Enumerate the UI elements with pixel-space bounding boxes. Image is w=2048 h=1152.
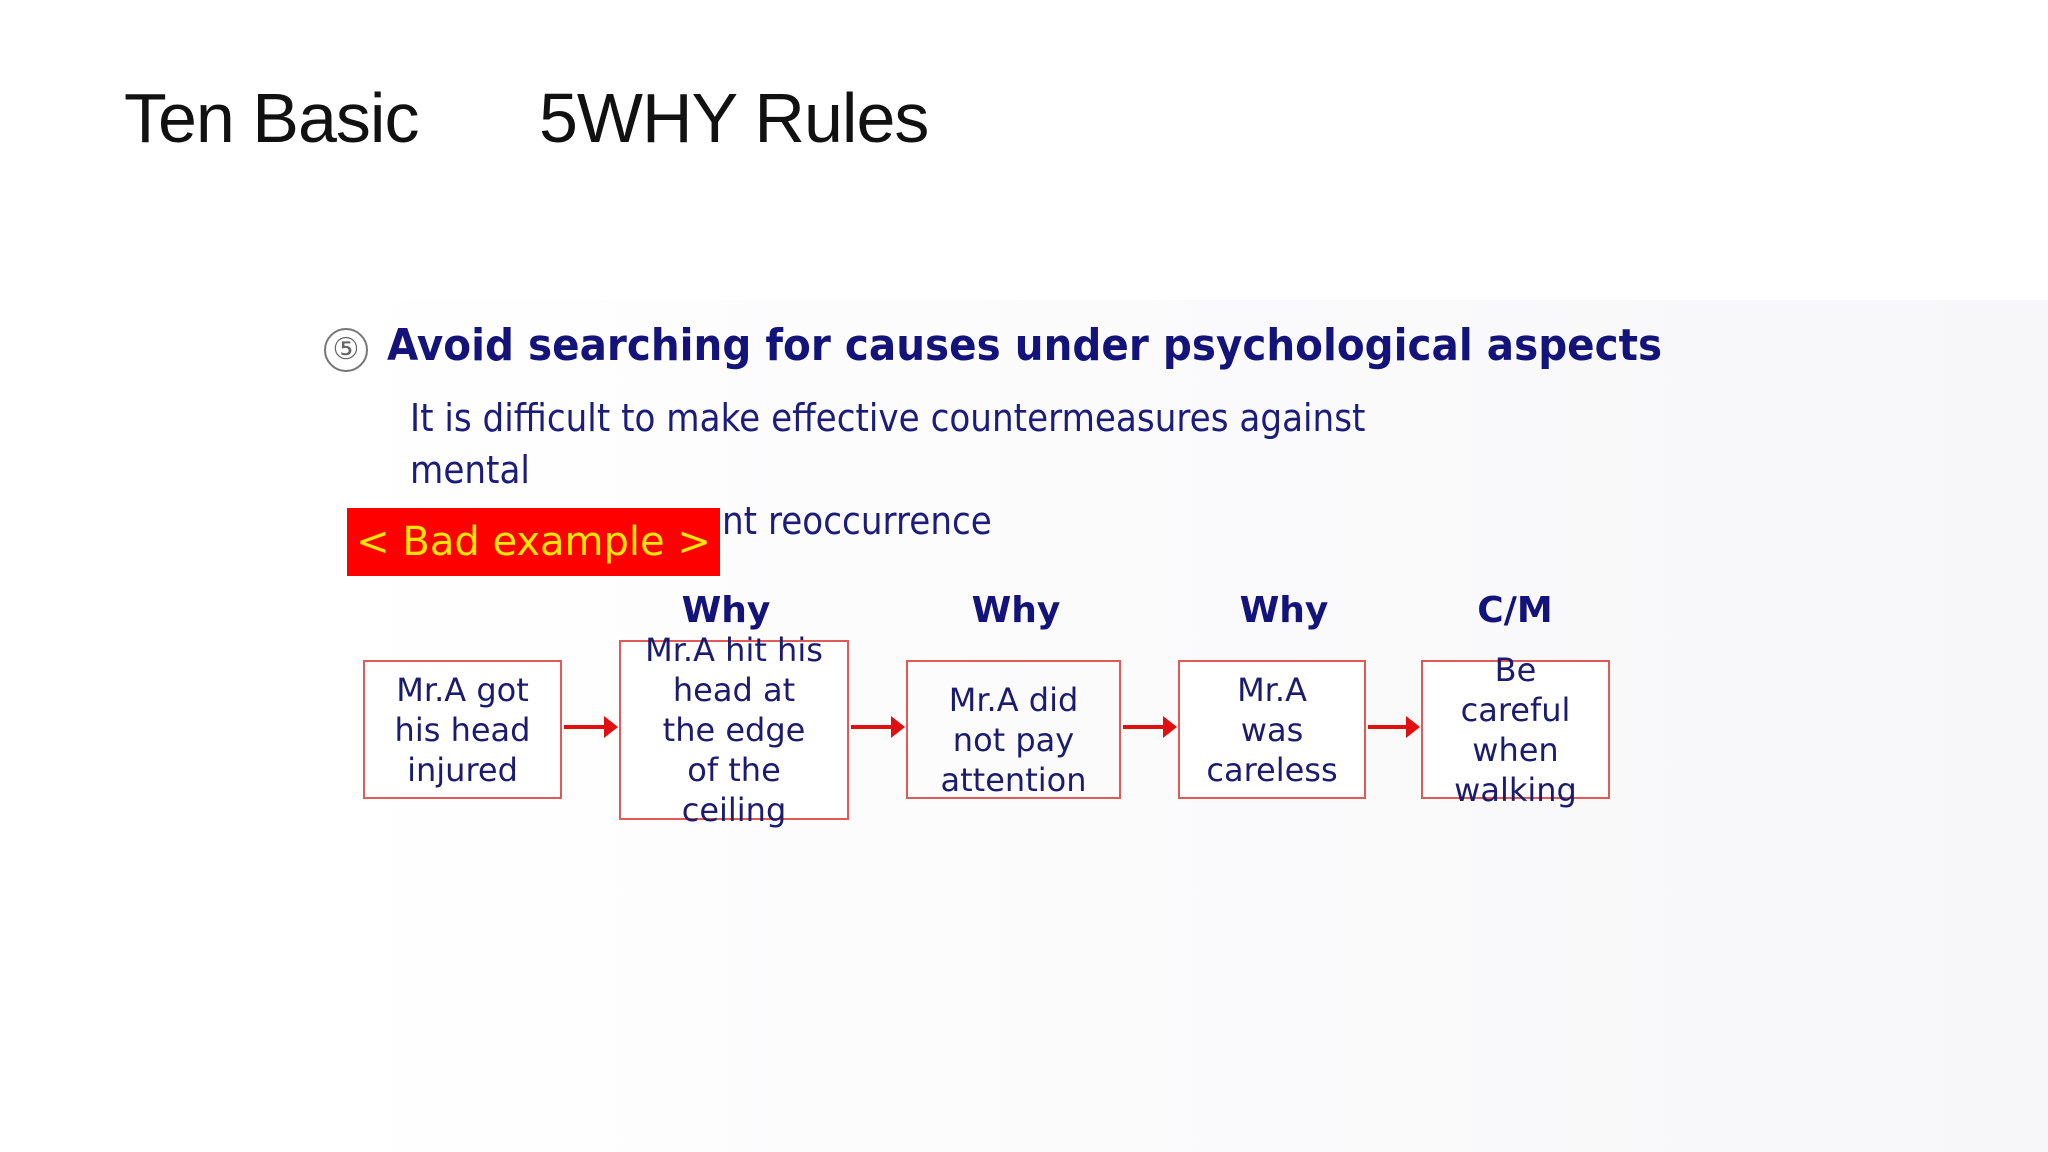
flow-box-3: Mr.A did not pay attention: [906, 660, 1121, 799]
why-label-1: Why: [681, 590, 771, 631]
arrow-right-icon: [1123, 716, 1177, 738]
rule-body-line2: mental: [410, 448, 530, 492]
flow-box-4: Mr.A was careless: [1178, 660, 1366, 799]
rule-body-line3: nt reoccurrence: [722, 499, 992, 543]
slide-title-part2: 5WHY Rules: [539, 79, 929, 157]
why-label-3: Why: [1239, 590, 1329, 631]
rule-number-circle: ⑤: [324, 328, 368, 372]
arrow-right-icon: [1368, 716, 1420, 738]
rule-body-line1: It is difficult to make effective counte…: [410, 396, 1366, 440]
bad-example-badge: < Bad example >: [347, 508, 720, 576]
flow-box-1: Mr.A got his head injured: [363, 660, 562, 799]
arrow-right-icon: [564, 716, 618, 738]
why-label-2: Why: [971, 590, 1061, 631]
cm-label: C/M: [1477, 590, 1553, 631]
arrow-right-icon: [851, 716, 905, 738]
slide-title-part1: Ten Basic: [124, 79, 419, 157]
flow-box-5: Be careful when walking: [1421, 651, 1610, 809]
rule-heading: Avoid searching for causes under psychol…: [387, 320, 1663, 371]
flow-box-2: Mr.A hit his head at the edge of the cei…: [619, 631, 849, 829]
